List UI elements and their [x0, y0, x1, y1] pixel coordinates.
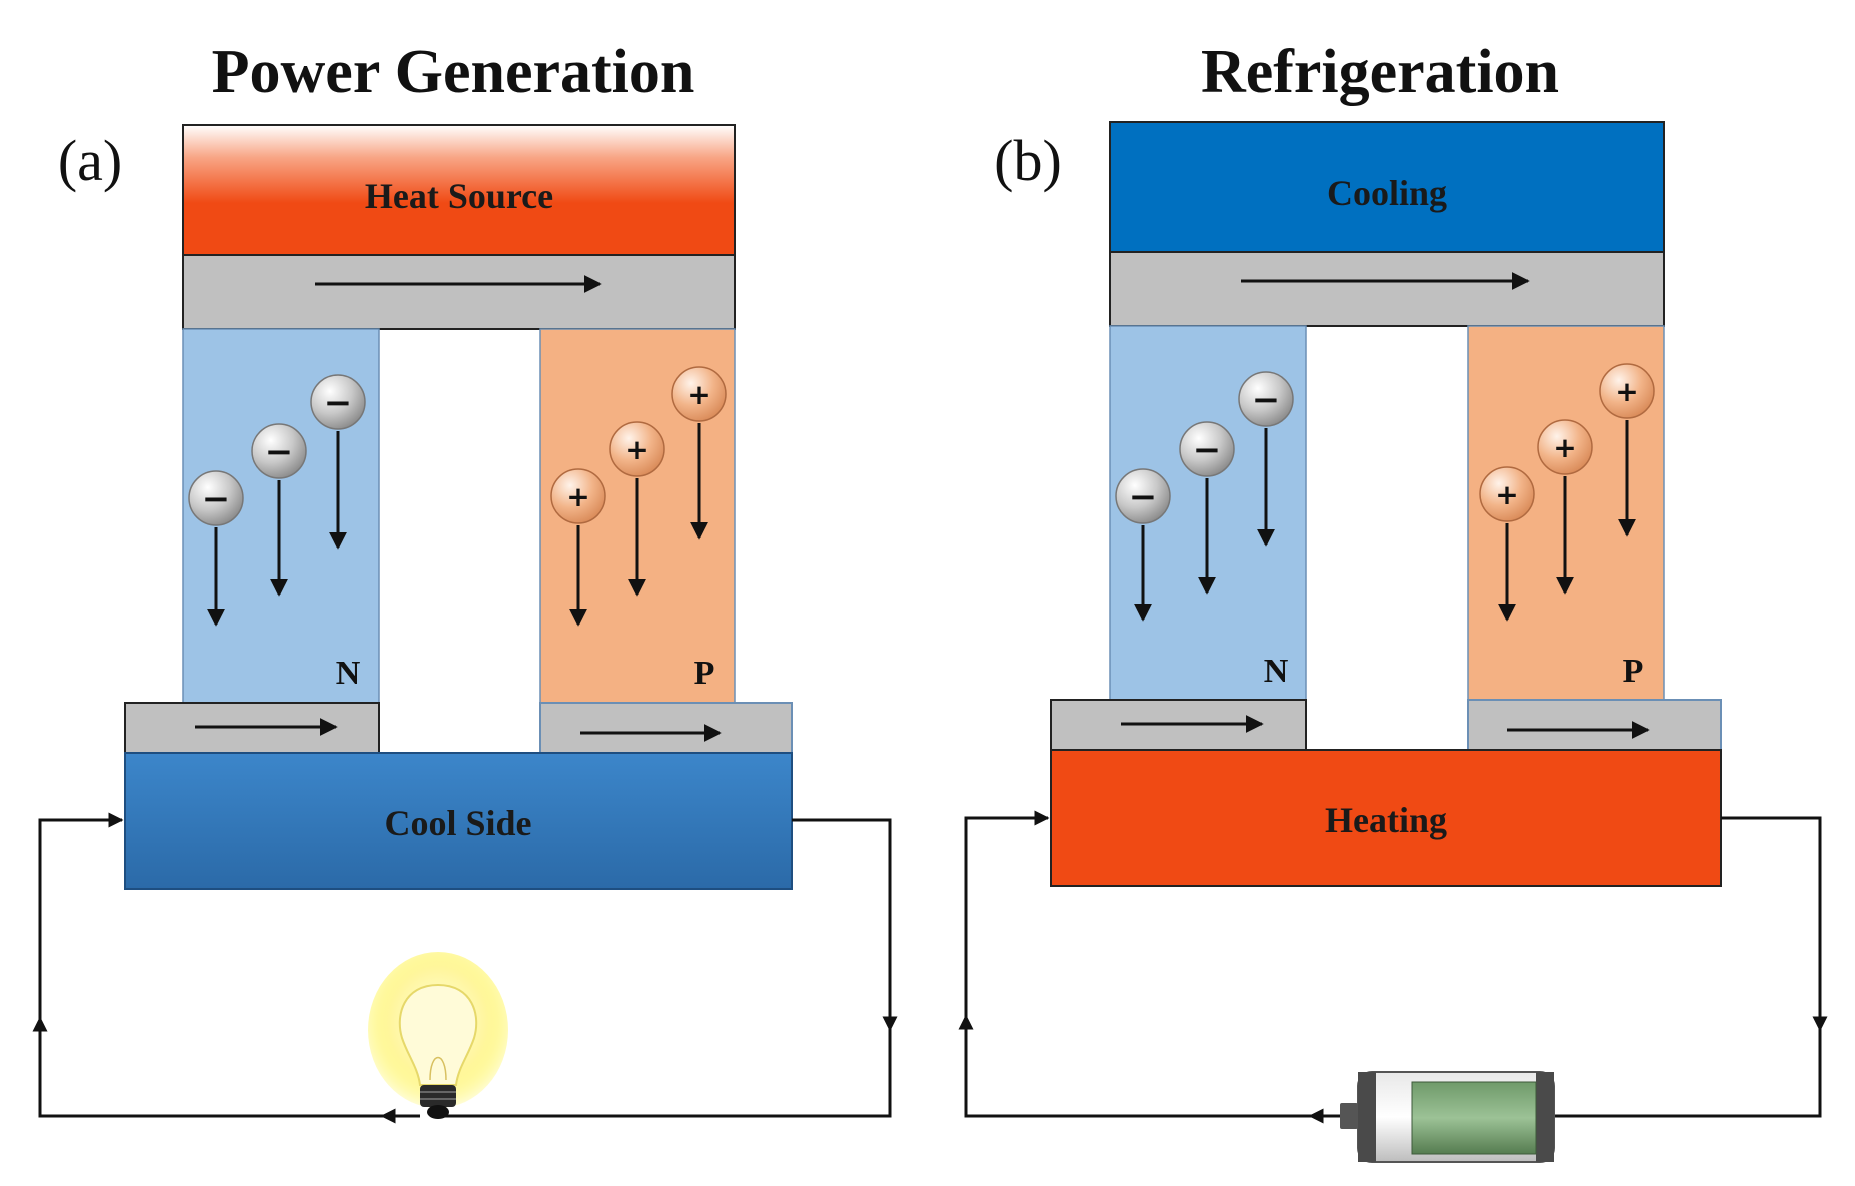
heating-block: Heating: [1050, 749, 1722, 887]
cooling-block: Cooling: [1109, 121, 1665, 253]
svg-text:−: −: [202, 479, 231, 519]
panel-b-label: (b): [994, 128, 1062, 193]
bottom-conductor-n-a: [124, 702, 380, 754]
top-conductor-b: [1109, 251, 1665, 327]
svg-text:+: +: [1615, 375, 1638, 408]
svg-text:+: +: [1495, 478, 1518, 511]
svg-text:+: +: [687, 378, 710, 411]
svg-text:−: −: [1252, 380, 1281, 420]
n-leg-letter: N: [1264, 653, 1289, 690]
electron: −: [188, 470, 244, 627]
svg-text:−: −: [265, 432, 294, 472]
p-leg-letter: P: [694, 655, 715, 692]
electron-carriers-b: − − −: [1115, 371, 1294, 622]
n-leg-letter: N: [336, 655, 361, 692]
electron: −: [1179, 421, 1235, 595]
heating-label: Heating: [1325, 800, 1447, 840]
panel-b: Refrigeration (b) Cooling N P −: [958, 38, 1828, 1163]
hole-carriers-b: + + +: [1479, 363, 1655, 622]
svg-text:−: −: [1193, 430, 1222, 470]
hole: +: [1537, 419, 1593, 595]
panel-b-title: Refrigeration: [1201, 38, 1559, 106]
panel-a-title: Power Generation: [212, 38, 695, 106]
hole: +: [550, 468, 606, 627]
cool-side-label: Cool Side: [384, 803, 531, 843]
circuit-a: [32, 812, 898, 1124]
hole: +: [1479, 466, 1535, 622]
svg-text:+: +: [566, 480, 589, 513]
panel-a: Power Generation (a) Heat Source N P −: [32, 38, 898, 1124]
svg-text:+: +: [1553, 431, 1576, 464]
circuit-b: [958, 810, 1828, 1124]
p-leg-letter: P: [1623, 653, 1644, 690]
hole: +: [1599, 363, 1655, 537]
hole: +: [671, 366, 727, 540]
panel-a-label: (a): [58, 128, 122, 193]
svg-text:−: −: [324, 383, 353, 423]
light-bulb-icon: [368, 952, 508, 1119]
electron: −: [310, 374, 366, 550]
bottom-conductor-p-a: [539, 702, 793, 754]
heat-source-block: Heat Source: [182, 124, 736, 256]
heat-source-label: Heat Source: [365, 176, 553, 216]
svg-text:−: −: [1129, 477, 1158, 517]
electron: −: [251, 423, 307, 597]
top-conductor-a: [182, 254, 736, 330]
hole: +: [609, 421, 665, 597]
bottom-conductor-p-b: [1467, 699, 1722, 751]
electron-carriers-a: − − −: [188, 374, 366, 627]
battery-icon: [1340, 1071, 1555, 1163]
bottom-conductor-n-b: [1050, 699, 1307, 751]
cooling-label: Cooling: [1327, 173, 1447, 213]
svg-text:+: +: [625, 433, 648, 466]
electron: −: [1115, 468, 1171, 622]
electron: −: [1238, 371, 1294, 547]
hole-carriers-a: + + +: [550, 366, 727, 627]
cool-side-block: Cool Side: [124, 752, 793, 890]
